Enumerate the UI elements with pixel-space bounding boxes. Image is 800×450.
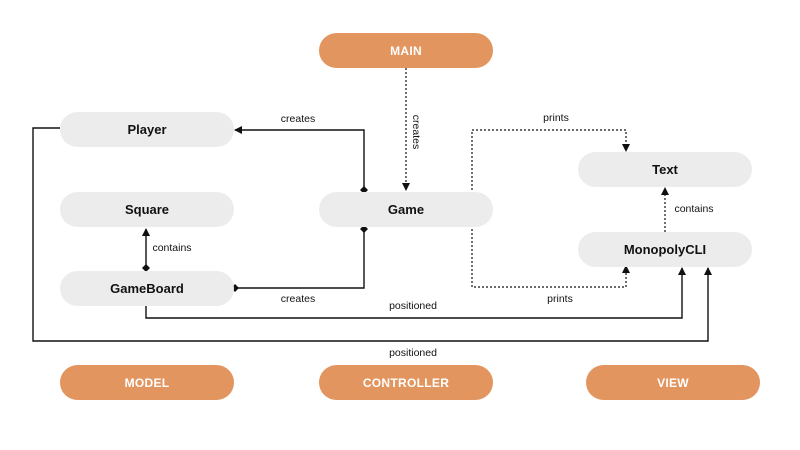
label-game-prints-text: prints	[543, 112, 569, 124]
label-game-prints-monopolycli: prints	[547, 293, 573, 305]
text-node: Text	[578, 152, 752, 187]
game-node: Game	[319, 192, 493, 227]
monopolycli-node: MonopolyCLI	[578, 232, 752, 267]
edge-game-prints-monopolycli	[471, 229, 630, 288]
edge-game-creates-player	[234, 126, 368, 194]
model-layer-label: MODEL	[60, 365, 234, 400]
label-game-creates-player: creates	[280, 113, 316, 125]
view-layer-label: VIEW	[586, 365, 760, 400]
label-gameboard-positioned: positioned	[389, 300, 437, 312]
main-node: MAIN	[319, 33, 493, 68]
label-game-creates-gameboard: creates	[280, 293, 316, 305]
edge-player-positioned-monopolycli	[32, 127, 712, 342]
edge-game-creates-gameboard	[231, 225, 368, 292]
square-node: Square	[60, 192, 234, 227]
controller-layer-label: CONTROLLER	[319, 365, 493, 400]
label-main-creates-game: creates	[410, 114, 422, 150]
player-node: Player	[60, 112, 234, 147]
edge-game-prints-text	[471, 129, 630, 190]
gameboard-node: GameBoard	[60, 271, 234, 306]
label-gameboard-contains-square: contains	[152, 242, 192, 254]
edge-gameboard-positioned-monopolycli	[145, 267, 686, 319]
label-monopolycli-contains-text: contains	[674, 203, 714, 215]
label-player-positioned: positioned	[389, 347, 437, 359]
